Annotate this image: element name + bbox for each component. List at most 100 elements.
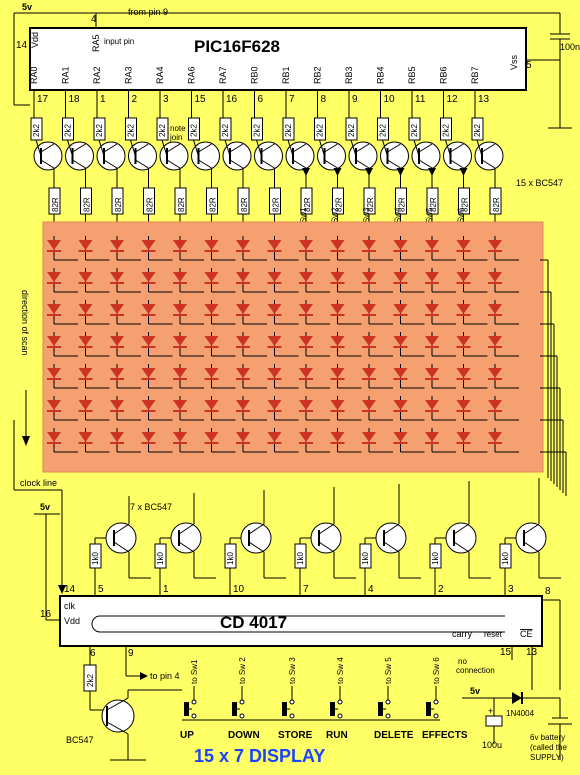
led <box>47 304 61 314</box>
pic-vdd-label: Vdd <box>30 32 40 48</box>
led <box>47 368 61 378</box>
pic-pin-ra7-label: RA7 <box>218 66 228 84</box>
pic-vss-label: Vss <box>509 54 519 70</box>
switch-tap-label: to Sw5 <box>425 207 434 232</box>
transistor-emitter-lead <box>229 159 244 169</box>
bc547-transistor <box>375 522 407 554</box>
transistor-emitter-lead <box>324 159 338 169</box>
led <box>204 304 219 314</box>
transistor-base-lead <box>350 139 357 157</box>
switch-contact <box>239 699 245 705</box>
led <box>425 400 439 410</box>
led <box>299 304 313 314</box>
collector-resistor-value: 82R <box>429 197 438 212</box>
led <box>78 368 93 378</box>
push-button-icon <box>330 702 335 716</box>
led <box>236 336 250 346</box>
transistor-base-lead <box>413 139 420 157</box>
transistor-collector-lead <box>40 143 55 153</box>
cap-100u-label: 100u <box>482 740 502 750</box>
pic-pin-rb2-label: RB2 <box>313 66 323 84</box>
single-base-resistor: 2k2 <box>86 674 95 687</box>
pic-pin-ra2-number: 1 <box>100 94 106 105</box>
cd4017-output-pin: 4 <box>368 584 374 595</box>
transistor-base-lead <box>98 139 105 157</box>
led <box>141 336 156 346</box>
transistor-base-lead <box>224 139 231 157</box>
transistor-emitter-lead <box>481 159 496 169</box>
led <box>204 368 219 378</box>
led <box>173 272 187 282</box>
transistor-row2-label: 7 x BC547 <box>130 502 172 512</box>
direction-of-scan-label: direction of scan <box>20 290 30 356</box>
pic-pin-rb3-label: RB3 <box>344 66 354 84</box>
led <box>47 272 61 282</box>
collector-resistor-value: 82R <box>492 197 501 212</box>
transistor-base-lead <box>382 139 388 157</box>
transistor-collector-lead <box>418 143 433 153</box>
cd4017-output-pin: 2 <box>438 584 444 595</box>
transistor-base-lead <box>161 139 168 157</box>
pic-pin-ra2-label: RA2 <box>92 66 102 84</box>
led <box>330 304 345 314</box>
transistor-collector-lead <box>450 143 464 153</box>
led <box>141 432 156 442</box>
switch-label: RUN <box>326 730 348 741</box>
pic-pin-ra1-label: RA1 <box>61 66 71 84</box>
base-resistor-value: 2k2 <box>64 124 73 137</box>
led <box>141 400 156 410</box>
led <box>425 272 439 282</box>
pic-pin-ra6-label: RA6 <box>187 66 197 84</box>
switch-tap-arrow <box>396 168 405 176</box>
switch-tap-arrow <box>428 168 436 176</box>
led <box>299 336 313 346</box>
led <box>362 272 376 282</box>
transistor-emitter-lead <box>178 541 195 553</box>
led <box>425 336 439 346</box>
led <box>267 240 282 250</box>
cd4017-pin14: 14 <box>64 584 76 595</box>
to-pin4-label: to pin 4 <box>150 671 180 681</box>
led <box>173 400 187 410</box>
led <box>362 368 376 378</box>
bc547-transistor <box>240 522 272 554</box>
push-button-icon <box>378 702 383 716</box>
base-resistor-value: 2k2 <box>442 124 451 137</box>
cd4017-output-pin: 3 <box>508 584 514 595</box>
led-matrix <box>47 236 519 453</box>
led <box>330 240 345 250</box>
transistor-collector-lead <box>453 523 470 535</box>
led <box>362 304 376 314</box>
collector-resistor-value: 82R <box>209 197 218 212</box>
switch-contact <box>289 699 295 705</box>
transistor-collector-lead <box>178 523 195 535</box>
base-resistor-value: 2k2 <box>190 124 199 137</box>
led <box>236 368 250 378</box>
switch-contact <box>337 699 343 705</box>
led <box>362 240 376 250</box>
transistor-collector-lead <box>292 143 307 153</box>
transistor-emitter-lead <box>72 159 86 169</box>
led <box>393 240 408 250</box>
collector-resistor-value: 82R <box>146 197 155 212</box>
cd4017-name: CD 4017 <box>220 613 287 632</box>
cd4017-output-pin: 5 <box>98 584 104 595</box>
switch-contact <box>191 699 197 705</box>
led <box>47 240 61 250</box>
led <box>267 400 282 410</box>
pic-pin-rb3-number: 9 <box>352 94 358 105</box>
led <box>173 432 187 442</box>
transistor-collector-lead <box>198 143 212 153</box>
switch-tap-label: to Sw1 <box>299 207 308 232</box>
pic-pin-rb0-number: 6 <box>258 94 264 105</box>
led <box>141 240 156 250</box>
led <box>456 400 471 410</box>
base-resistor-value: 2k2 <box>473 124 482 137</box>
collector-resistor-value: 82R <box>83 197 92 212</box>
cd4017-reset-label: reset <box>484 630 503 639</box>
bc547-transistor <box>515 522 547 554</box>
bc547-transistor <box>445 522 477 554</box>
